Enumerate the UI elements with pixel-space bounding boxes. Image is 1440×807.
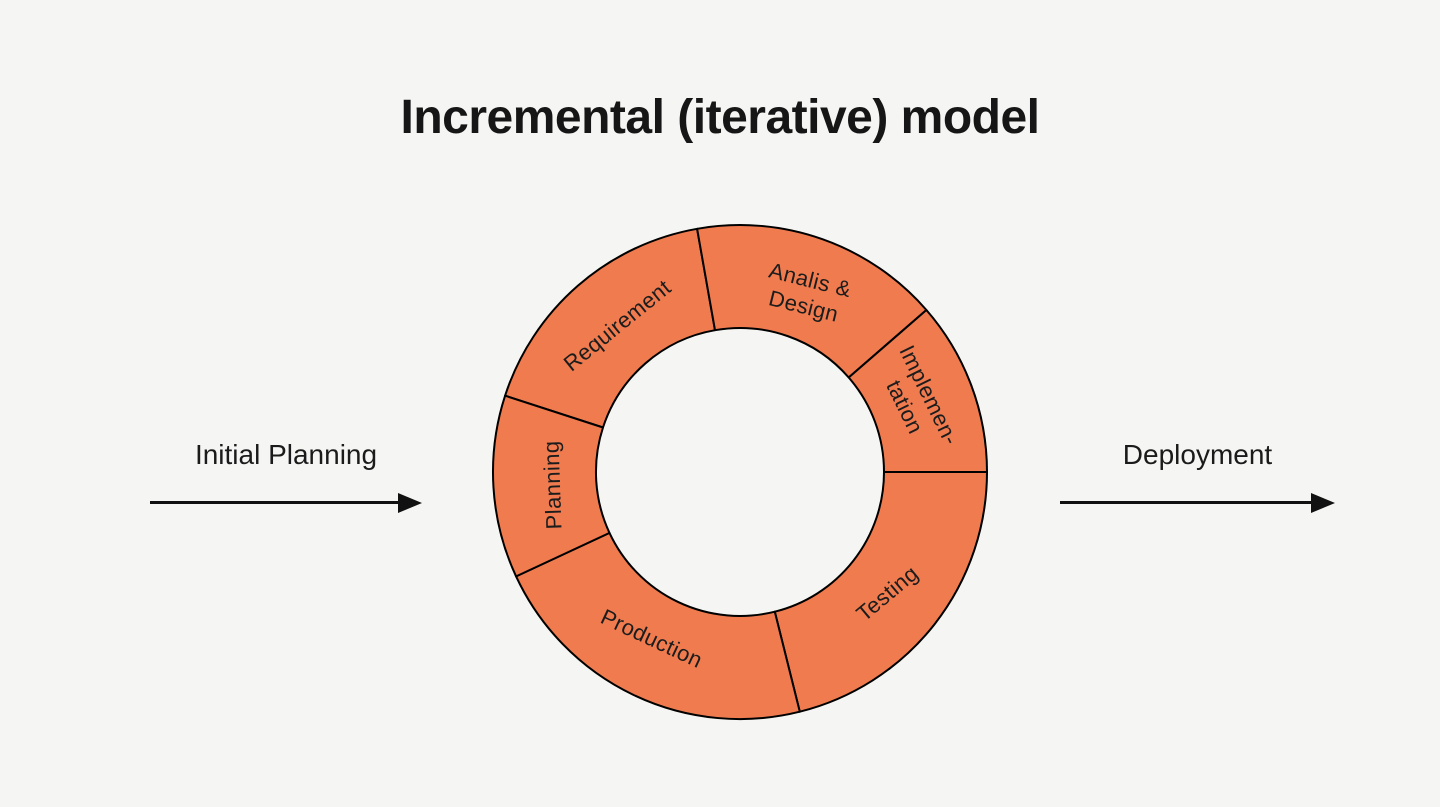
arrow-line <box>1060 501 1317 504</box>
initial-planning-flow: Initial Planning <box>150 438 422 513</box>
arrow-line <box>150 501 404 504</box>
arrow-right-icon <box>1311 493 1335 513</box>
segment-production <box>515 531 801 721</box>
arrow-right-icon <box>398 493 422 513</box>
segment-label-planning: Planning <box>538 440 566 530</box>
initial-planning-arrow <box>150 493 422 513</box>
segment-planning <box>492 394 611 578</box>
segment-analis-design <box>696 224 928 379</box>
deployment-label: Deployment <box>1122 439 1273 470</box>
segment-requirement <box>504 227 716 429</box>
cycle-donut: Requirement Analis & Design Implemen- ta… <box>492 224 988 721</box>
deployment-arrow <box>1060 493 1335 513</box>
initial-planning-label: Initial Planning <box>194 439 378 470</box>
deployment-flow: Deployment <box>1060 438 1335 513</box>
page-title: Incremental (iterative) model <box>400 91 1040 144</box>
segment-testing <box>773 471 988 713</box>
